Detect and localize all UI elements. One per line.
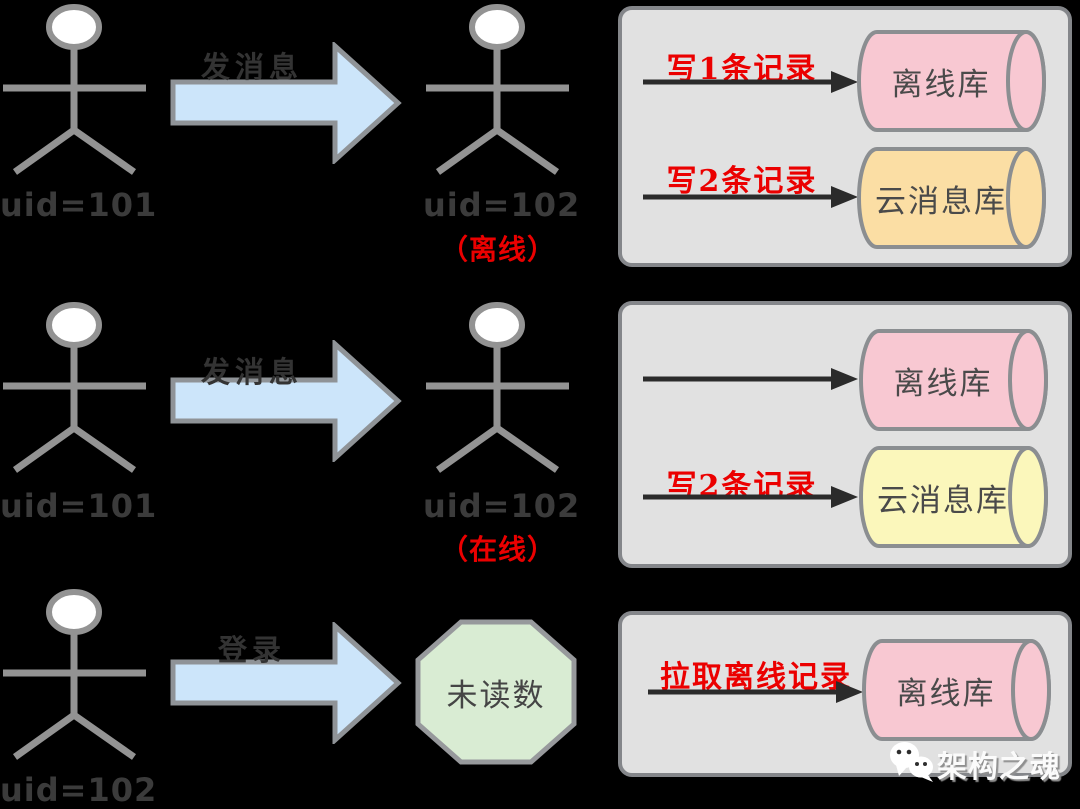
row-login-unread: uid=102 登录 未读数 拉取离线记录 离线库 (0, 585, 1080, 809)
cylinder-icon (859, 446, 1048, 548)
sender-uid-label: uid=101 (0, 186, 158, 224)
cylinder-icon (857, 147, 1046, 249)
receiver-uid-label: uid=102 (423, 487, 581, 525)
sender-uid-label: uid=101 (0, 487, 158, 525)
database-cloud-message-store: 云消息库 (859, 445, 1049, 549)
database-label: 云消息库 (877, 482, 1009, 519)
receiver-status-label: （离线） (439, 234, 556, 265)
flow-arrow-icon (643, 486, 858, 508)
database-label: 离线库 (893, 365, 993, 402)
storage-panel: 写1条记录 离线库 写2条记录 (618, 6, 1072, 267)
database-label: 离线库 (896, 675, 996, 712)
wechat-icon (890, 742, 933, 782)
login-arrow (170, 622, 402, 744)
flow-label: 拉取离线记录 (660, 660, 852, 695)
row-message-offline: uid=101 发消息 uid=102 （离线） 写1条记录 离 (0, 0, 1080, 290)
action-label: 登录 (217, 633, 286, 667)
action-label: 发消息 (200, 50, 303, 84)
flow-arrow-icon (643, 368, 858, 390)
flow-arrow-icon (643, 71, 858, 93)
actor-sender-icon (3, 4, 146, 175)
storage-panel: 离线库 写2条记录 云消息库 (618, 301, 1072, 568)
cylinder-icon (857, 30, 1046, 132)
octagon-icon (415, 619, 577, 765)
send-message-arrow (170, 42, 402, 164)
send-message-arrow (170, 340, 402, 462)
action-label: 发消息 (200, 355, 303, 389)
receiver-status-label: （在线） (439, 534, 556, 565)
database-offline-store: 离线库 (857, 29, 1047, 133)
unread-count-badge: 未读数 (415, 619, 577, 765)
actor-sender-icon (3, 302, 146, 473)
watermark-text: 架构之魂 (937, 751, 1061, 784)
database-label: 离线库 (891, 66, 991, 103)
flow-label: 写2条记录 (666, 164, 818, 199)
actor-receiver-icon (426, 4, 569, 175)
database-cloud-message-store: 云消息库 (857, 146, 1047, 250)
database-label: 云消息库 (875, 183, 1007, 220)
actor-sender-icon (3, 589, 146, 760)
cylinder-icon (862, 639, 1051, 741)
receiver-uid-label: uid=102 (423, 186, 581, 224)
unread-count-label: 未读数 (446, 677, 546, 714)
cylinder-icon (859, 329, 1048, 431)
row-message-online: uid=101 发消息 uid=102 （在线） 离线库 (0, 298, 1080, 588)
flow-arrow-icon (643, 186, 858, 208)
database-offline-store: 离线库 (859, 328, 1049, 432)
database-offline-store: 离线库 (862, 638, 1052, 742)
storage-panel: 拉取离线记录 离线库 (618, 611, 1072, 777)
actor-receiver-icon (426, 302, 569, 473)
sender-uid-label: uid=102 (0, 771, 158, 809)
flow-arrow-icon (648, 681, 863, 703)
